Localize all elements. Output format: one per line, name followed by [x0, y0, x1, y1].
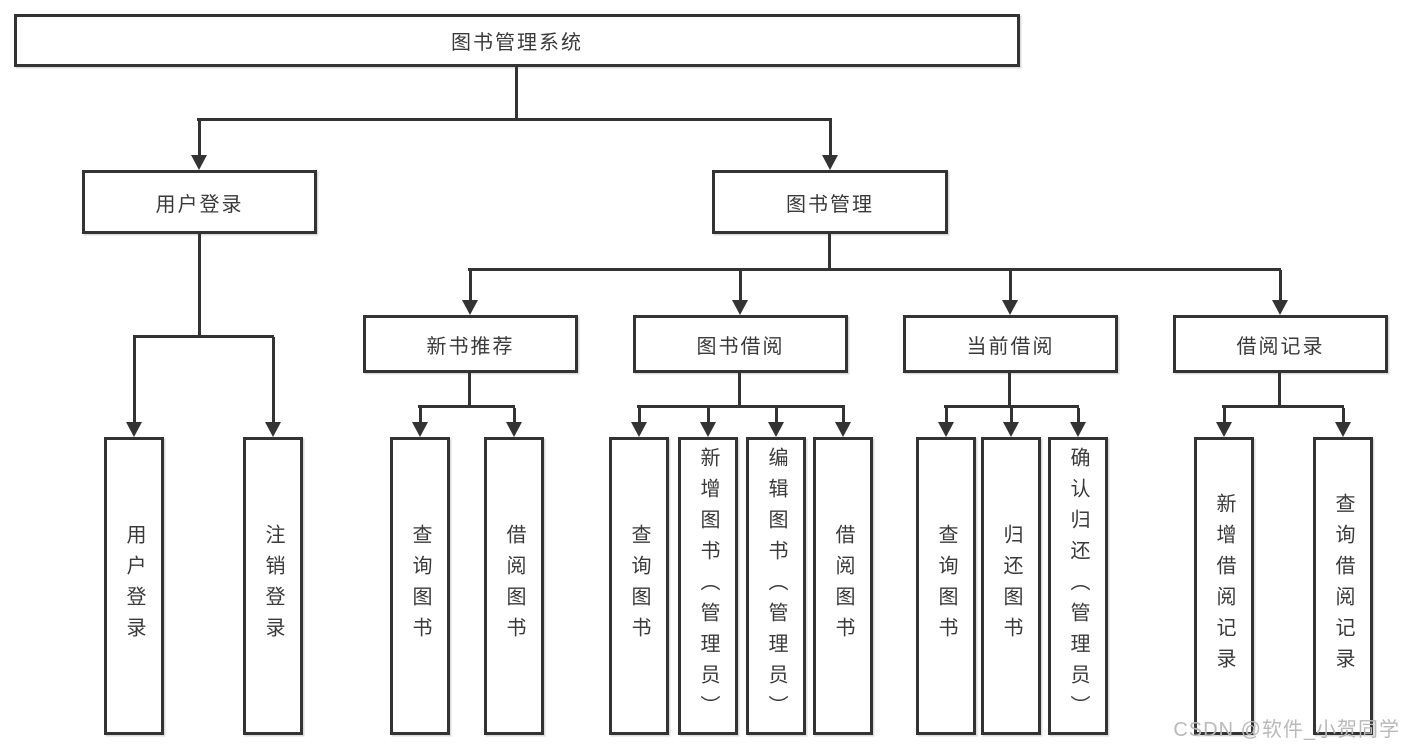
connector-book-borrow-branch — [637, 405, 845, 408]
connector-recommend-stub — [468, 373, 471, 408]
node-book-borrow: 图书借阅 — [633, 315, 848, 373]
arrow-recommend-borrow — [506, 408, 522, 437]
arrow-to-user-login — [191, 120, 207, 170]
leaf-borrow-add-book-admin: 新增图书（管理员） — [678, 437, 738, 735]
leaf-recommend-query-book-label: 查询图书 — [409, 524, 431, 648]
connector-borrow-records-stub — [1278, 373, 1281, 408]
node-borrow-records: 借阅记录 — [1173, 315, 1388, 373]
arrow-borrow-borrow — [835, 408, 851, 437]
leaf-borrow-query-book-label: 查询图书 — [628, 524, 650, 648]
connector-root-stub — [515, 67, 518, 120]
arrow-current-return — [1003, 408, 1019, 437]
leaf-borrow-query-book: 查询图书 — [609, 437, 669, 735]
leaf-borrow-edit-book-admin-label: 编辑图书（管理员） — [765, 446, 787, 726]
connector-current-borrow-branch — [944, 405, 1079, 408]
node-new-book-recommend-label: 新书推荐 — [426, 335, 515, 358]
leaf-records-add-record: 新增借阅记录 — [1194, 437, 1254, 735]
leaf-recommend-query-book: 查询图书 — [390, 437, 450, 735]
arrow-to-book-borrow — [732, 270, 748, 315]
leaf-borrow-add-book-admin-label: 新增图书（管理员） — [697, 446, 719, 726]
arrow-to-current-borrow — [1002, 270, 1018, 315]
arrow-borrow-query — [631, 408, 647, 437]
leaf-borrow-borrow-book: 借阅图书 — [813, 437, 873, 735]
connector-book-management-branch — [468, 268, 1281, 271]
leaf-records-query-record-label: 查询借阅记录 — [1332, 493, 1354, 679]
connector-current-borrow-stub — [1008, 373, 1011, 408]
leaf-recommend-borrow-book-label: 借阅图书 — [503, 524, 525, 648]
arrow-recommend-query — [412, 408, 428, 437]
node-book-borrow-label: 图书借阅 — [696, 335, 785, 358]
connector-recommend-branch — [418, 405, 515, 408]
connector-user-login-stub — [198, 234, 201, 337]
connector-user-login-branch — [133, 335, 274, 338]
leaf-current-return-book: 归还图书 — [981, 437, 1041, 735]
arrow-records-query — [1335, 408, 1351, 437]
leaf-records-add-record-label: 新增借阅记录 — [1213, 493, 1235, 679]
leaf-borrow-edit-book-admin: 编辑图书（管理员） — [746, 437, 806, 735]
connector-book-management-stub — [828, 234, 831, 270]
arrow-current-confirm — [1070, 408, 1086, 437]
arrow-to-borrow-records — [1272, 270, 1288, 315]
leaf-logout-label: 注销登录 — [262, 524, 284, 648]
arrow-current-query — [938, 408, 954, 437]
leaf-current-query-book-label: 查询图书 — [935, 524, 957, 648]
arrow-to-new-book-recommend — [462, 270, 478, 315]
node-user-login-label: 用户登录 — [155, 193, 244, 216]
node-borrow-records-label: 借阅记录 — [1236, 335, 1325, 358]
leaf-logout: 注销登录 — [243, 437, 303, 735]
leaf-records-query-record: 查询借阅记录 — [1313, 437, 1373, 735]
leaf-user-login-label: 用户登录 — [123, 524, 145, 648]
node-book-management: 图书管理 — [712, 170, 948, 234]
connector-root-branch — [197, 118, 832, 121]
csdn-watermark: CSDN @软件_小贺同学 — [1173, 719, 1400, 741]
leaf-current-query-book: 查询图书 — [916, 437, 976, 735]
arrow-to-book-management — [822, 120, 838, 170]
leaf-current-confirm-return-admin: 确认归还（管理员） — [1048, 437, 1108, 735]
leaf-current-confirm-return-admin-label: 确认归还（管理员） — [1067, 446, 1089, 726]
arrow-to-leaf-logout — [265, 337, 281, 437]
node-current-borrow: 当前借阅 — [903, 315, 1118, 373]
node-new-book-recommend: 新书推荐 — [363, 315, 578, 373]
node-book-management-label: 图书管理 — [786, 193, 874, 216]
leaf-user-login: 用户登录 — [104, 437, 164, 735]
leaf-current-return-book-label: 归还图书 — [1000, 524, 1022, 648]
node-user-login: 用户登录 — [82, 170, 317, 234]
node-root-label: 图书管理系统 — [451, 32, 583, 54]
node-current-borrow-label: 当前借阅 — [966, 335, 1055, 358]
arrow-to-leaf-login — [126, 337, 142, 437]
connector-book-borrow-stub — [738, 373, 741, 408]
leaf-recommend-borrow-book: 借阅图书 — [484, 437, 544, 735]
arrow-borrow-add — [700, 408, 716, 437]
connector-borrow-records-branch — [1222, 405, 1344, 408]
arrow-borrow-edit — [768, 408, 784, 437]
node-root: 图书管理系统 — [14, 14, 1020, 67]
arrow-records-add — [1216, 408, 1232, 437]
leaf-borrow-borrow-book-label: 借阅图书 — [832, 524, 854, 648]
